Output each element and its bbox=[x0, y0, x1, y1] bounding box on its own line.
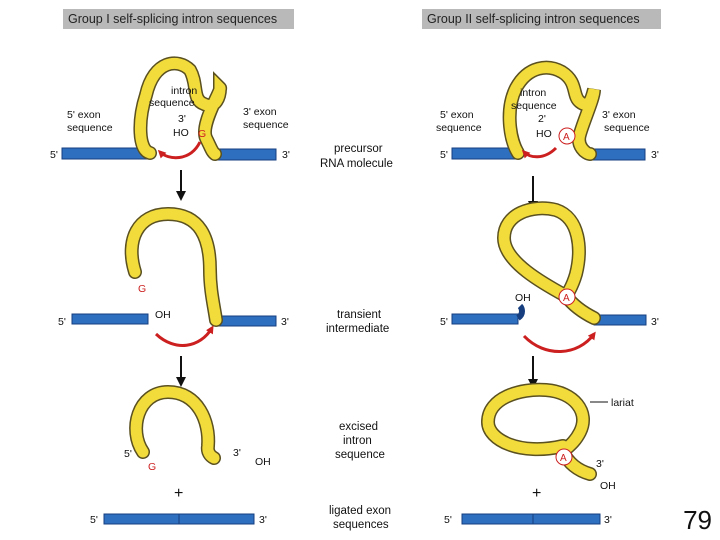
group1-header: Group I self-splicing intron sequences bbox=[63, 9, 294, 29]
g2-3-end-2: 3' bbox=[651, 316, 659, 328]
g1-5exon-label-2: sequence bbox=[67, 122, 113, 134]
g2-branch-a-circle-2 bbox=[558, 288, 576, 306]
g1-precursor: intron sequence 3' HO G 5' exon sequence… bbox=[50, 56, 290, 161]
g1-3-end-2: 3' bbox=[281, 316, 289, 328]
g1-g-label: G bbox=[198, 128, 206, 140]
intermediate-label-1: transient bbox=[337, 309, 382, 321]
excised-label-1: excised bbox=[339, 421, 378, 433]
excised-label-2: intron bbox=[343, 435, 372, 447]
g2-intron-label-2: sequence bbox=[511, 100, 557, 112]
g2-excised-3: 3' bbox=[596, 458, 604, 470]
g2-plus: + bbox=[532, 485, 541, 502]
g1-oh-label: OH bbox=[155, 309, 171, 321]
g2-oh-label: OH bbox=[515, 292, 531, 304]
g2-3exon-label-2: sequence bbox=[604, 122, 650, 134]
g2-5-exon-end bbox=[516, 303, 525, 321]
g1-ligated-5: 5' bbox=[90, 514, 98, 526]
g1-5-exon-bar bbox=[61, 147, 151, 160]
g1-5-end-2: 5' bbox=[58, 316, 66, 328]
g2-3-exon-bar bbox=[589, 148, 646, 161]
g1-excised-g: G bbox=[148, 461, 156, 473]
g2-intron-loop bbox=[504, 62, 600, 160]
g1-excised-5: 5' bbox=[124, 448, 132, 460]
g2-branch-a-circle-3 bbox=[555, 448, 573, 466]
g1-3-end: 3' bbox=[282, 149, 290, 161]
g1-intron-int bbox=[126, 208, 222, 326]
g1-excised-3: 3' bbox=[233, 447, 241, 459]
g2-lariat-label: lariat bbox=[611, 397, 634, 409]
g1-excised-intron bbox=[130, 386, 220, 464]
g2-branch-a-circle bbox=[558, 127, 576, 145]
g2-3-exon-bar-2 bbox=[593, 314, 647, 326]
g2-5exon-label-2: sequence bbox=[436, 122, 482, 134]
g1-intron-loop bbox=[134, 57, 226, 160]
g1-excised: 5' G 3' OH + 5' 3' bbox=[90, 384, 271, 526]
g1-intron-label-1: intron bbox=[171, 85, 197, 97]
g1-attack-arrow bbox=[157, 141, 202, 160]
g1-3-prime-label: 3' bbox=[178, 113, 186, 125]
g2-ligated-5: 5' bbox=[444, 514, 452, 526]
g2-excised: A lariat 3' OH + 5' 3' bbox=[444, 382, 634, 526]
g2-intron-label-1: intron bbox=[520, 87, 546, 99]
ligated-label-2: sequences bbox=[333, 519, 389, 531]
g1-g-label-2: G bbox=[138, 283, 146, 295]
g1-ho-label: HO bbox=[173, 127, 189, 139]
g1-3-exon-bar-2 bbox=[215, 315, 277, 327]
g2-5-exon-bar-2 bbox=[451, 313, 519, 325]
slide-number: 79 bbox=[683, 505, 712, 535]
excised-label-3: sequence bbox=[335, 449, 385, 461]
g1-ligation-arrow bbox=[154, 325, 214, 347]
center-labels: precursor RNA molecule transient interme… bbox=[320, 143, 393, 531]
g2-ligated-exons bbox=[461, 513, 601, 525]
g2-ligated-3: 3' bbox=[604, 514, 612, 526]
g1-5-exon-bar-2 bbox=[71, 313, 149, 325]
g2-5-end-2: 5' bbox=[440, 316, 448, 328]
g2-a-label: A bbox=[563, 132, 570, 143]
g1-5-end: 5' bbox=[50, 149, 58, 161]
g2-excised-oh: OH bbox=[600, 480, 616, 492]
g2-attack-arrow bbox=[521, 146, 558, 159]
group2-header: Group II self-splicing intron sequences bbox=[422, 9, 661, 29]
g2-ho-label: HO bbox=[536, 128, 552, 140]
g2-5exon-label-1: 5' exon bbox=[440, 109, 474, 121]
g2-ligation-arrow bbox=[522, 331, 596, 353]
g1-excised-oh: OH bbox=[255, 456, 271, 468]
g2-a-label-2: A bbox=[563, 293, 570, 304]
g1-ligated-3: 3' bbox=[259, 514, 267, 526]
g2-3exon-label-1: 3' exon bbox=[602, 109, 636, 121]
g2-2-prime-label: 2' bbox=[538, 113, 546, 125]
ligated-label-1: ligated exon bbox=[329, 505, 391, 517]
g2-intermediate: A OH 5' 3' bbox=[440, 201, 659, 353]
g1-intermediate: G OH 5' 3' bbox=[58, 206, 289, 347]
g1-5exon-label-1: 5' exon bbox=[67, 109, 101, 121]
g1-intron-label-2: sequence bbox=[149, 97, 195, 109]
precursor-label-1: precursor bbox=[334, 143, 383, 155]
g1-3exon-label-1: 3' exon bbox=[243, 106, 277, 118]
precursor-label-2: RNA molecule bbox=[320, 158, 393, 170]
g2-precursor: A intron sequence 2' HO 5' exon sequence… bbox=[436, 60, 659, 161]
g2-3-end: 3' bbox=[651, 149, 659, 161]
g1-3-exon-bar bbox=[214, 148, 277, 161]
g2-5-exon-bar bbox=[451, 147, 519, 160]
g2-lariat bbox=[482, 384, 596, 480]
g2-5-end: 5' bbox=[440, 149, 448, 161]
g1-3exon-label-2: sequence bbox=[243, 119, 289, 131]
g1-plus: + bbox=[174, 485, 183, 502]
g2-a-label-3: A bbox=[560, 453, 567, 464]
intermediate-label-2: intermediate bbox=[326, 323, 389, 335]
